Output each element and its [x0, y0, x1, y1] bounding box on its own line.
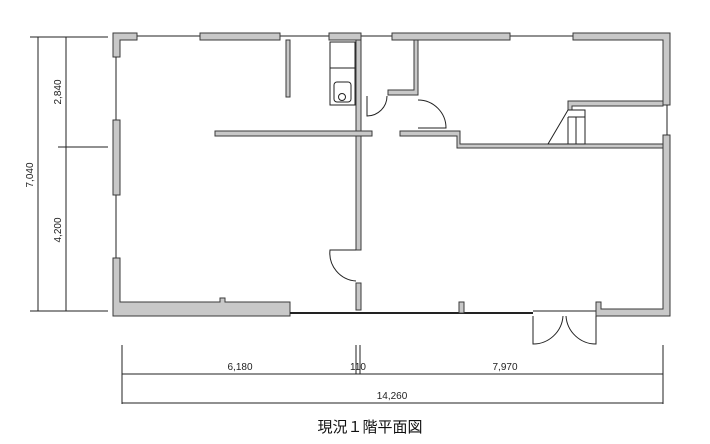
dim-vertical-total: 7,040 [25, 162, 36, 187]
walls [112, 32, 671, 317]
sink-icon [338, 93, 346, 101]
dim-vertical-lower: 4,200 [53, 217, 64, 242]
vertical-dimensions: 7,040 2,840 4,200 [25, 36, 108, 312]
drawing-title: 現況１階平面図 [317, 418, 422, 436]
doors [329, 95, 597, 345]
dim-vertical-upper: 2,840 [53, 79, 64, 104]
dim-horizontal-total: 14,260 [377, 391, 408, 402]
stairs [547, 109, 586, 145]
dim-horizontal-right: 7,970 [492, 362, 517, 373]
dim-horizontal-left: 6,180 [227, 362, 252, 373]
horizontal-dimensions: 6,180 110 7,970 14,260 [121, 345, 664, 404]
kitchen-counter [329, 41, 356, 106]
dim-horizontal-middle: 110 [350, 362, 366, 373]
